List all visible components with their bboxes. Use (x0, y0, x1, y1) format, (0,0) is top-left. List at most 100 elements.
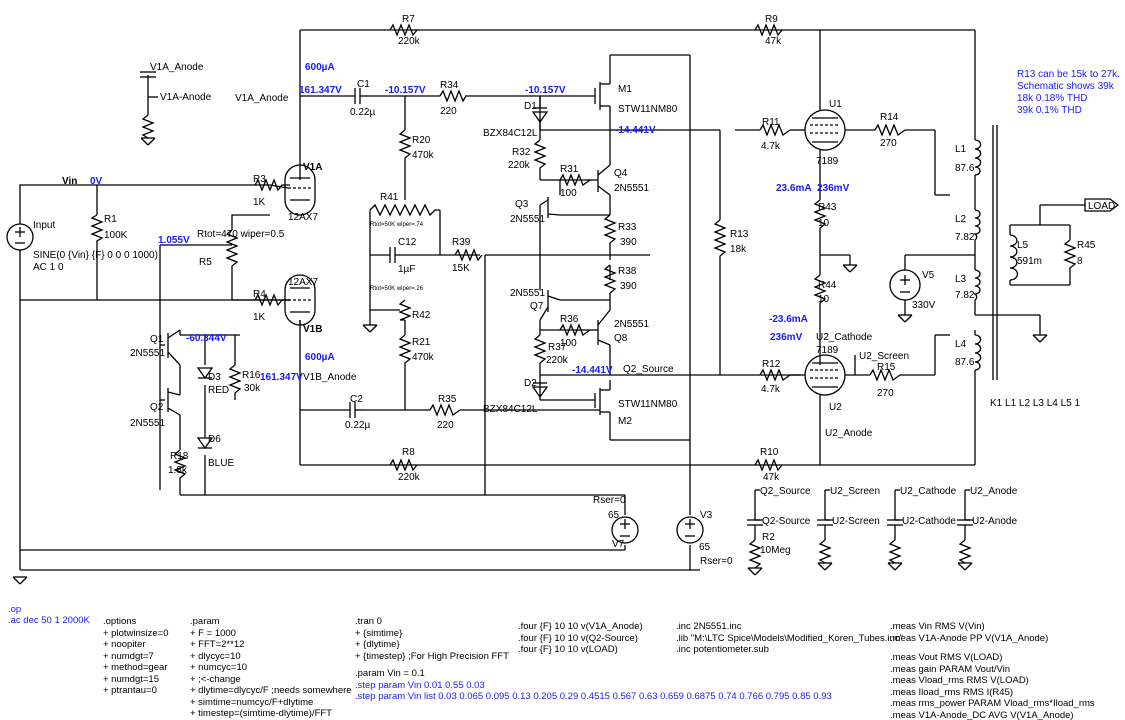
label-r36v: 100 (560, 338, 577, 349)
label-v14441b: -14.441V (572, 365, 613, 376)
r5-symbol (225, 229, 239, 275)
label-r39v: 15K (452, 263, 470, 274)
label-l1v: 87.6 (955, 163, 975, 174)
label-q8: Q8 (614, 333, 628, 344)
label-r45: R45 (1077, 240, 1096, 251)
label-vin: Vin (62, 176, 77, 187)
load-label: LOAD (1088, 201, 1115, 212)
probe-res-2 (818, 539, 832, 564)
label-q1: Q1 (150, 334, 164, 345)
label-r11: R11 (762, 117, 780, 128)
r11-symbol (759, 123, 791, 137)
probe-res-3 (888, 539, 902, 564)
tubes (269, 109, 846, 396)
label-r38: R38 (618, 266, 637, 277)
label-l4: L4 (955, 339, 967, 350)
r7-symbol (389, 23, 418, 37)
step-line-2: .step param Vin list 0.03 0.065 0.095 0.… (355, 691, 832, 702)
label-i236a: 23.6mA (776, 183, 812, 194)
label-v0: 0V (90, 176, 103, 187)
r31-symbol (559, 173, 591, 187)
label-v236b: 236mV (770, 332, 803, 343)
r32-symbol (533, 139, 547, 170)
label-r8v: 220k (398, 472, 421, 483)
net-v1a-anode-1: V1A_Anode (150, 62, 204, 73)
label-r11v: 4.7k (761, 141, 781, 152)
label-r20v: 470k (412, 150, 435, 161)
label-l2: L2 (955, 214, 967, 225)
label-l5: L5 (1017, 240, 1029, 251)
r18-symbol (173, 449, 187, 480)
directive-op: .op .ac dec 50 1 2000K (8, 604, 90, 626)
label-r8: R8 (402, 447, 415, 458)
tran-line: + {timestep} ;For High Precision FFT (355, 650, 509, 662)
note-line-2: Schematic shows 39k (1017, 81, 1115, 92)
options-line: + ptrantau=0 (103, 685, 157, 696)
param-line: + timestep=(simtime-dlytime)/FFT (190, 708, 332, 719)
options-line: .options (103, 616, 137, 627)
directive-four: .four {F} 10 10 v(V1A_Anode) .four {F} 1… (518, 621, 643, 656)
directive-op-text: .op (8, 604, 22, 615)
probe-u2-screen: U2_Screen (830, 486, 880, 497)
label-r43: R43 (818, 202, 837, 213)
net-v1a-anode-2: V1A-Anode (160, 92, 212, 103)
label-u1: U1 (829, 99, 842, 110)
label-r9v: 47k (765, 36, 782, 47)
label-r32v: 220k (508, 160, 531, 171)
probe-u2-anode: U2_Anode (970, 486, 1018, 497)
param-line: + dlytime=dlycyc/F ;needs somewhere (190, 685, 352, 696)
label-input: Input (33, 220, 55, 231)
label-l4v: 87.6 (955, 357, 975, 368)
label-r44: R44 (818, 280, 837, 291)
label-u2-cathode: U2_Cathode (816, 332, 873, 343)
label-v161b: 161.347V (260, 372, 303, 383)
capacitors (140, 71, 973, 530)
label-r12v: 4.7k (761, 384, 781, 395)
param-line: + ;<-change (190, 673, 241, 685)
meas-line: .meas gain PARAM Vout/Vin (890, 663, 1011, 675)
four-line: .four {F} 10 10 v(Q2-Source) (518, 632, 638, 644)
label-m2v: STW11NM80 (618, 399, 678, 410)
directive-meas-2: .meas Vout RMS V(LOAD) .meas gain PARAM … (890, 652, 1095, 720)
label-r44v: 10 (818, 294, 830, 305)
label-m1: M1 (618, 84, 632, 95)
probe-q2-source-r: Q2-Source (762, 516, 811, 527)
label-r10: R10 (760, 447, 779, 458)
label-r3v: 1K (253, 197, 266, 208)
param-line: + dlycyc=10 (190, 650, 241, 662)
label-v7v: 65 (608, 510, 620, 521)
label-input-src2: AC 1 0 (33, 262, 64, 273)
inc-line: .inc potentiometer.sub (676, 644, 769, 655)
label-r37v: 220k (546, 355, 569, 366)
label-r2: R2 (762, 532, 775, 543)
r43-symbol (813, 199, 827, 240)
meas-line: .meas Vout RMS V(LOAD) (890, 652, 1003, 663)
label-v14441a: -14.441V (615, 125, 656, 136)
options-line: + numdgt=7 (103, 650, 154, 662)
label-r39: R39 (452, 237, 471, 248)
label-r1: R1 (104, 214, 117, 225)
meas-line: .meas V1A-Anode PP V(V1A_Anode) (890, 632, 1049, 644)
label-r16v: 30k (244, 383, 261, 394)
label-v7: V7 (612, 539, 625, 550)
label-r20: R20 (412, 135, 431, 146)
four-line: .four {F} 10 10 v(V1A_Anode) (518, 621, 643, 632)
r2-symbol (748, 539, 762, 569)
label-d3: D3 (208, 372, 221, 383)
label-c12v: 1µF (398, 264, 415, 275)
r39-symbol (454, 248, 483, 262)
r12-symbol (759, 368, 791, 382)
label-c1: C1 (357, 79, 370, 90)
label-v5: V5 (922, 270, 935, 281)
label-r34: R34 (440, 80, 459, 91)
options-line: + noopiter (103, 639, 146, 650)
four-line: .four {F} 10 10 v(LOAD) (518, 644, 618, 655)
label-r35: R35 (438, 394, 457, 405)
label-v161a: 161.347V (299, 85, 342, 96)
label-r18: R18 (170, 451, 189, 462)
param-line: + F = 1000 (190, 627, 236, 639)
r37-symbol (533, 334, 547, 370)
r36-symbol (559, 323, 591, 337)
directive-inc: .inc 2N5551.inc .lib "M:\LTC Spice\Model… (676, 621, 903, 656)
